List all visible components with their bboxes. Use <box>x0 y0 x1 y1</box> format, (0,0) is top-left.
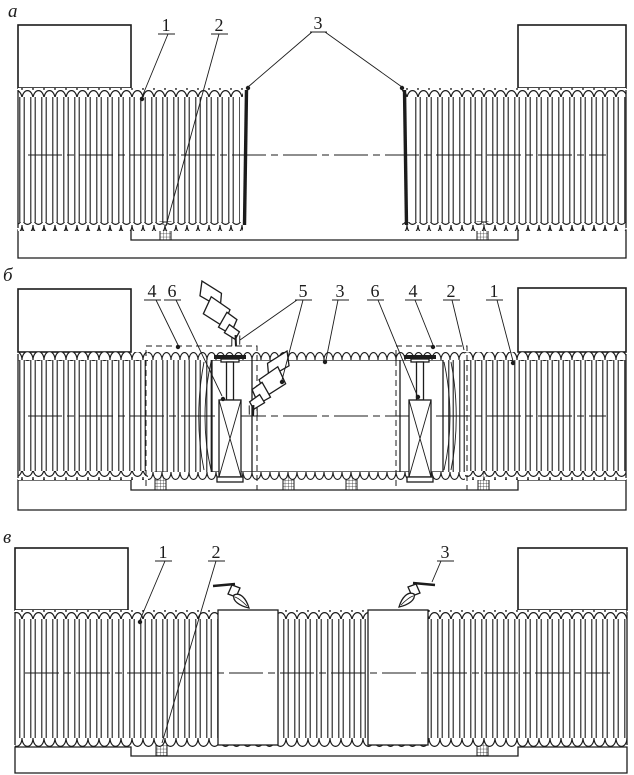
pipe-cut-end-right <box>402 89 409 226</box>
leader-4-right <box>405 299 434 346</box>
leader-dot <box>245 85 251 91</box>
leader-2 <box>165 33 228 227</box>
pipe-end-transition-left <box>198 361 212 471</box>
pipe-top-edge <box>18 352 148 361</box>
ground-hatch-a <box>17 229 627 259</box>
pipe-bottom-edge <box>18 471 148 480</box>
leader-4-left <box>144 299 179 346</box>
leader-dot <box>139 96 145 102</box>
callout-label-4-left: 4 <box>148 281 157 301</box>
repair-sleeve-left <box>217 609 279 746</box>
pipe-bottom-edge <box>15 738 627 747</box>
soil-block-left-a <box>17 24 132 89</box>
panel-a: а 1 2 3 <box>8 1 627 259</box>
callouts-a: 1 2 3 <box>139 13 405 227</box>
callout-label-3: 3 <box>314 13 323 33</box>
panel-v: в 1 2 3 <box>3 527 628 774</box>
callout-label-5: 5 <box>299 281 308 301</box>
pipe-top-edge <box>18 88 243 97</box>
callout-label-1: 1 <box>159 542 168 562</box>
callout-label-6-left: 6 <box>168 281 177 301</box>
leader-1 <box>486 299 514 362</box>
panel-v-letter: в <box>3 527 11 548</box>
leader-dot <box>415 394 421 400</box>
pipe-left-a <box>17 88 249 231</box>
pipe-bottom-edge <box>18 222 243 231</box>
callout-label-2: 2 <box>447 281 456 301</box>
soil-block-right-v <box>517 547 628 611</box>
welding-torch-icon-left <box>211 582 251 610</box>
pipe-right-a <box>402 88 627 231</box>
pipe-top-edge <box>465 352 626 361</box>
pipe-ends <box>14 612 628 745</box>
callouts-v: 1 2 3 <box>137 542 454 744</box>
panel-a-letter: а <box>8 1 18 22</box>
leader-1 <box>139 560 172 621</box>
leader-5 <box>239 299 312 381</box>
pipe-corrugation <box>410 96 626 222</box>
soil-block-right-a <box>517 24 627 89</box>
callout-label-1: 1 <box>490 281 499 301</box>
leader-dot <box>430 344 436 350</box>
callout-label-2: 2 <box>215 15 224 35</box>
leader-dot <box>279 379 285 385</box>
pipe-top-edge <box>402 88 626 97</box>
insert-top-corrugation <box>148 352 465 360</box>
leader-2 <box>443 299 465 351</box>
leader-dot <box>322 359 328 365</box>
callout-label-4-right: 4 <box>409 281 418 301</box>
callout-label-3: 3 <box>441 542 450 562</box>
leader-3 <box>325 299 349 361</box>
pipe-bottom-edge <box>402 222 626 231</box>
pipe-corrugation <box>18 96 240 222</box>
leader-2 <box>161 560 225 744</box>
panel-b: б <box>3 265 627 511</box>
callout-label-6-right: 6 <box>371 281 380 301</box>
leader-dot <box>137 619 143 625</box>
leader-6-left <box>164 299 223 397</box>
leader-dot <box>399 85 405 91</box>
leader-6-right <box>367 299 418 396</box>
panel-b-letter: б <box>3 265 14 286</box>
pipe-v <box>14 610 628 747</box>
welding-torch-icon-top <box>185 275 256 351</box>
leader-3 <box>247 31 403 88</box>
ground-hatch-v <box>14 746 628 774</box>
welding-torch-icon-right <box>397 581 437 609</box>
soil-block-right-b <box>517 287 627 353</box>
ground-hatch-b <box>17 479 627 511</box>
leader-1 <box>141 33 175 98</box>
leader-dot <box>175 344 181 350</box>
leader-dot <box>510 360 516 366</box>
callout-label-1: 1 <box>162 15 171 35</box>
coupling-sleeve-dashed-left <box>145 345 258 491</box>
pipe-cut-end-left <box>242 89 249 226</box>
pipe-top-edge <box>15 610 627 619</box>
pipe-bottom-edge <box>465 471 626 480</box>
leader-3 <box>431 560 454 583</box>
soil-block-left-b <box>17 288 132 353</box>
leader-dot <box>220 396 226 402</box>
repair-sleeve-right <box>367 609 429 746</box>
pipe-corrugation <box>15 618 627 738</box>
soil-block-left-v <box>14 547 129 611</box>
insert-bottom-corrugation <box>148 472 465 480</box>
callouts-b: 4 6 5 3 6 4 2 1 <box>144 281 516 402</box>
pipe-end-transition-right <box>443 361 457 471</box>
callout-label-3: 3 <box>336 281 345 301</box>
callout-label-2: 2 <box>212 542 221 562</box>
